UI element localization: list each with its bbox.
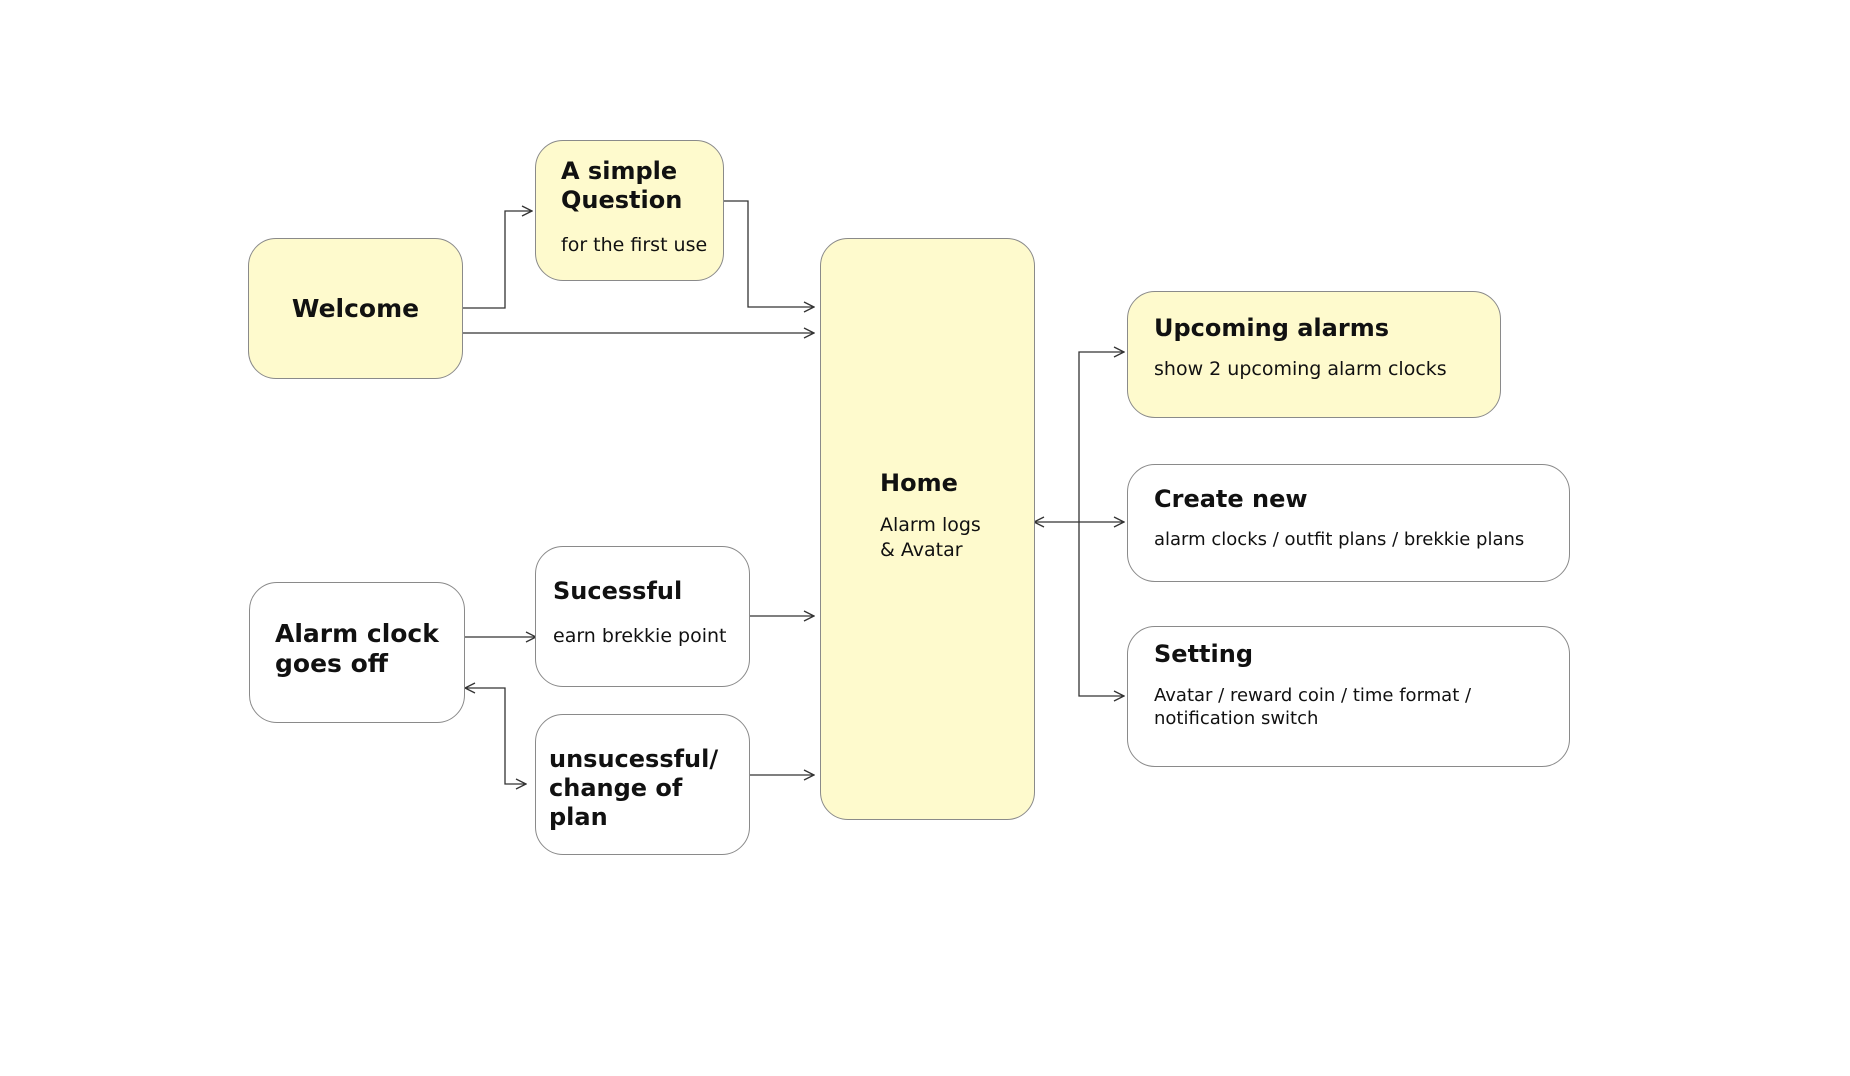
node-question-title: A simple Question — [561, 157, 683, 214]
edge-home-setting — [1078, 522, 1124, 696]
edge-alarm-fail — [465, 688, 526, 784]
node-setting: Setting Avatar / reward coin / time form… — [1127, 626, 1570, 767]
node-alarm-clock-title: Alarm clock goes off — [275, 619, 439, 678]
node-setting-subtitle: Avatar / reward coin / time format / not… — [1154, 685, 1472, 730]
edge-home-upcoming — [1078, 352, 1124, 522]
node-alarm-clock: Alarm clock goes off — [249, 582, 465, 723]
node-welcome: Welcome — [248, 238, 463, 379]
node-question: A simple Question for the first use — [535, 140, 724, 281]
edge-welcome-question — [461, 211, 532, 309]
node-upcoming-alarms: Upcoming alarms show 2 upcoming alarm cl… — [1127, 291, 1501, 418]
node-home-title: Home — [880, 469, 958, 497]
node-successful-subtitle: earn brekkie point — [553, 625, 727, 647]
node-unsuccessful-title: unsucessful/ change of plan — [549, 745, 719, 831]
node-home-subtitle: Alarm logs & Avatar — [880, 514, 981, 561]
node-create-new-subtitle: alarm clocks / outfit plans / brekkie pl… — [1154, 529, 1525, 550]
node-successful: Sucessful earn brekkie point — [535, 546, 750, 687]
node-successful-title: Sucessful — [553, 577, 683, 605]
node-setting-title: Setting — [1154, 640, 1253, 668]
edge-question-home — [722, 200, 814, 307]
node-upcoming-alarms-title: Upcoming alarms — [1154, 314, 1389, 342]
node-home: Home Alarm logs & Avatar — [820, 238, 1035, 820]
node-welcome-title: Welcome — [291, 294, 420, 323]
node-create-new: Create new alarm clocks / outfit plans /… — [1127, 464, 1570, 582]
node-upcoming-alarms-subtitle: show 2 upcoming alarm clocks — [1154, 358, 1447, 380]
node-unsuccessful: unsucessful/ change of plan — [535, 714, 750, 855]
node-question-subtitle: for the first use — [561, 234, 708, 256]
node-create-new-title: Create new — [1154, 485, 1308, 513]
